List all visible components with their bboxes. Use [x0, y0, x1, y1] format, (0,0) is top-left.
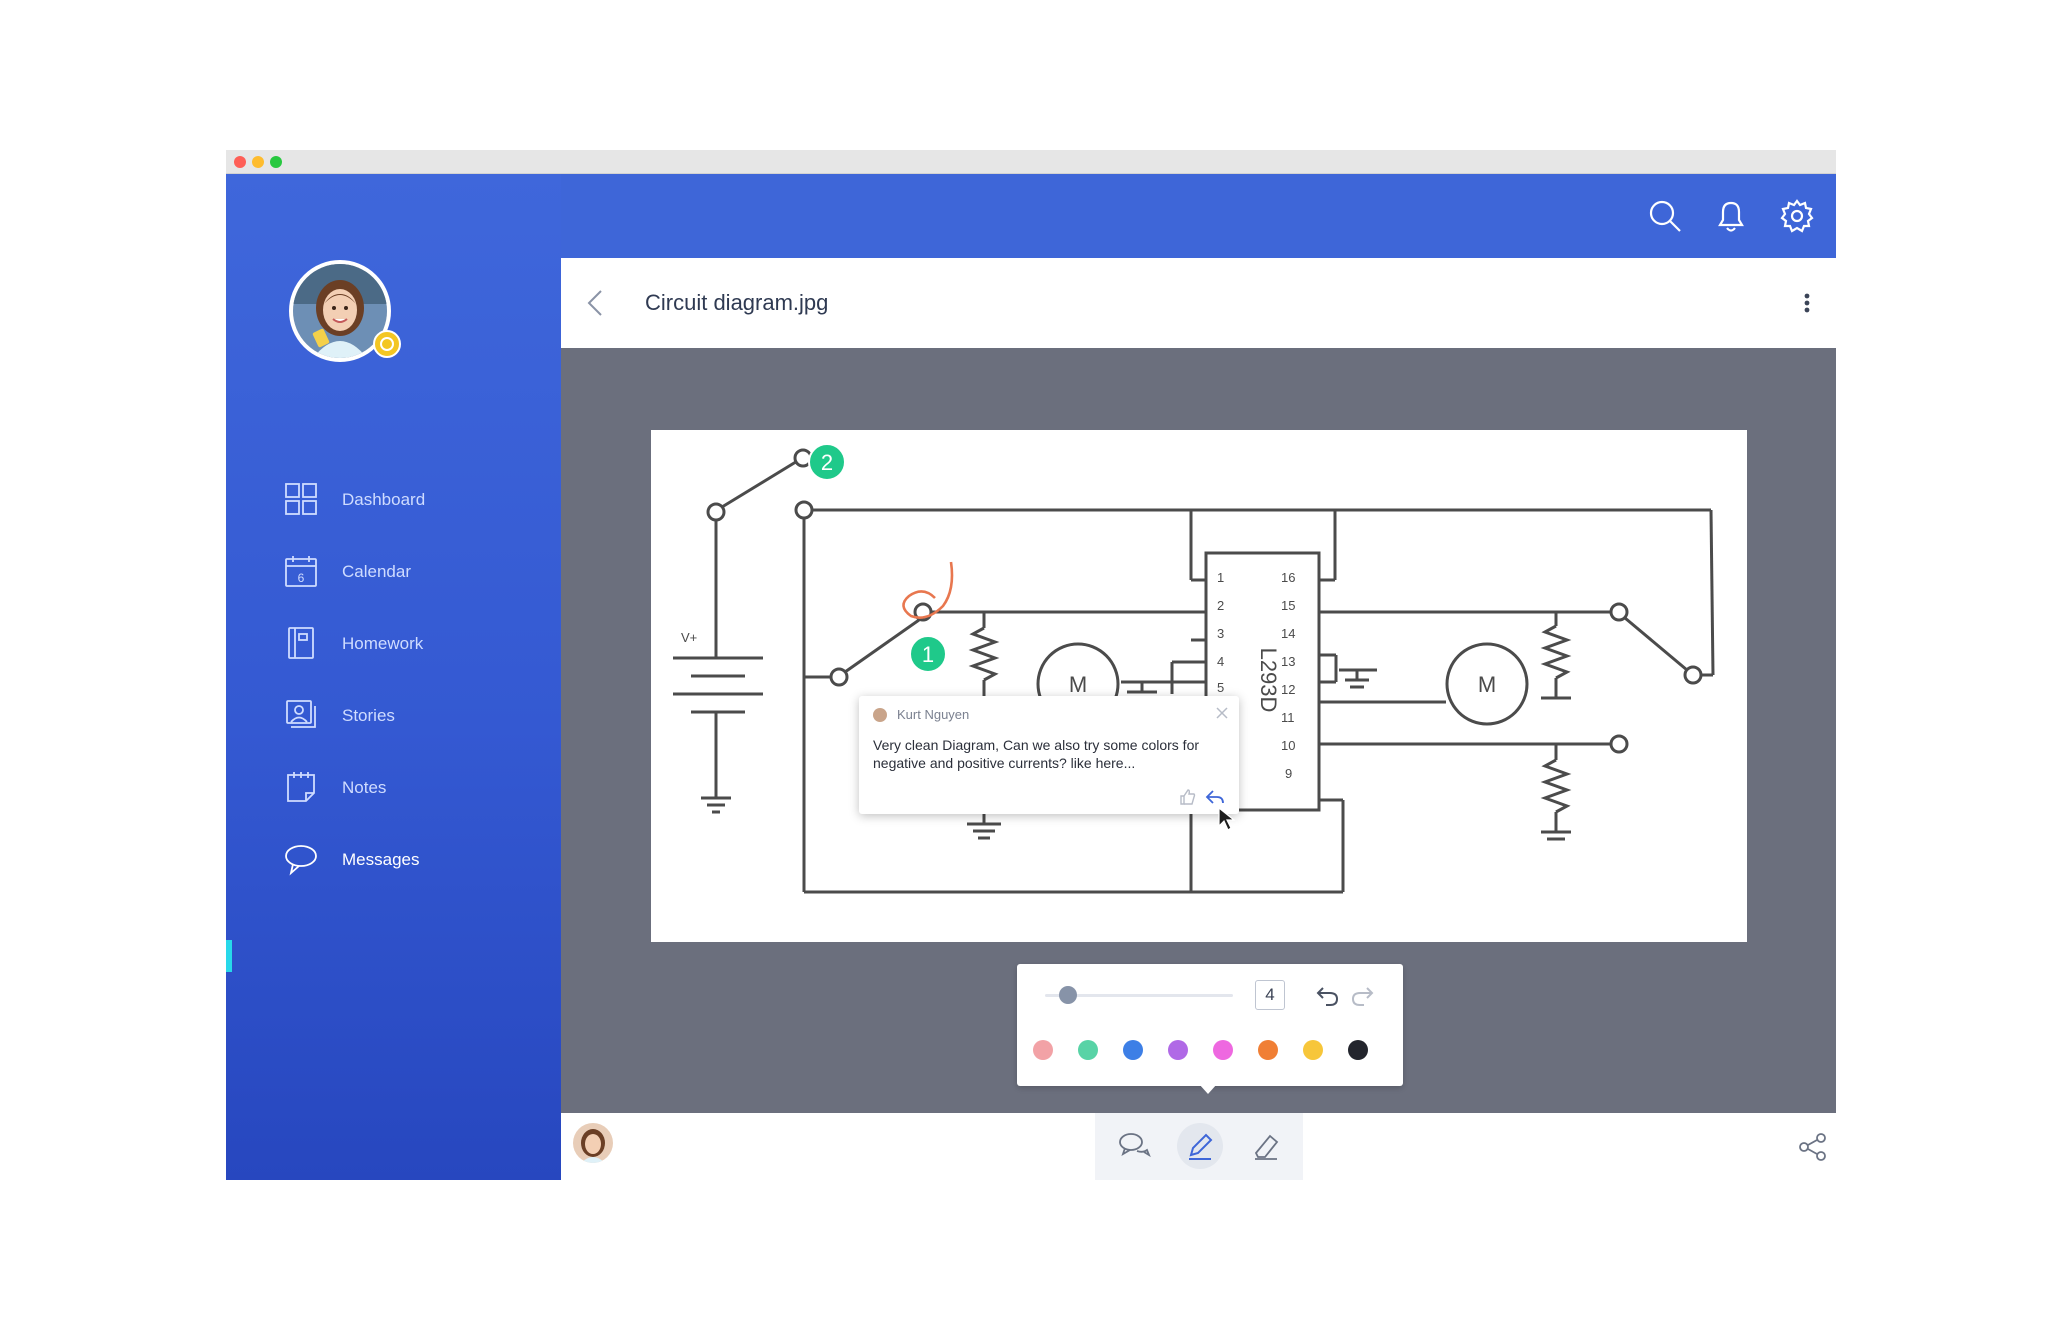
- sidebar-item-calendar[interactable]: 6 Calendar: [284, 550, 524, 594]
- comment-card[interactable]: Kurt Nguyen Very clean Diagram, Can we a…: [859, 696, 1239, 814]
- chip-pin-label: 15: [1281, 598, 1295, 613]
- chip-pin-label: 5: [1217, 680, 1224, 695]
- messages-icon: [284, 842, 318, 876]
- eraser-tool-icon[interactable]: [1243, 1123, 1289, 1169]
- calendar-day: 6: [298, 571, 305, 585]
- reply-icon[interactable]: [1205, 788, 1225, 806]
- chip-pin-label: 16: [1281, 570, 1295, 585]
- page-title: Circuit diagram.jpg: [645, 290, 829, 315]
- like-icon[interactable]: [1179, 788, 1197, 806]
- sidebar-item-label: Stories: [342, 706, 395, 725]
- supply-label: V+: [681, 630, 697, 645]
- sidebar-item-label: Homework: [342, 634, 424, 653]
- top-bar: [561, 174, 1836, 258]
- chip-pin-label: 4: [1217, 654, 1224, 669]
- chip-pin-label: 2: [1217, 598, 1224, 613]
- circuit-diagram: V+ M M L293D 1 2 3 4 5 16 15 14 13 12 11…: [673, 443, 1715, 894]
- redo-icon[interactable]: [1349, 982, 1375, 1008]
- bell-icon[interactable]: [1713, 198, 1749, 234]
- mouse-cursor-icon: [1217, 806, 1239, 832]
- chip-pin-label: 12: [1281, 682, 1295, 697]
- image-canvas[interactable]: V+ M M L293D 1 2 3 4 5 16 15 14 13 12 11…: [651, 430, 1747, 942]
- drawing-options-popover: 4: [1017, 964, 1403, 1094]
- color-swatch[interactable]: [1348, 1040, 1368, 1060]
- sidebar-item-label: Dashboard: [342, 490, 426, 509]
- chip-pin-label: 9: [1285, 766, 1292, 781]
- dashboard-icon: [284, 482, 318, 516]
- maximize-window-button[interactable]: [270, 156, 282, 168]
- chip-pin-label: 14: [1281, 626, 1295, 641]
- sidebar-item-stories[interactable]: Stories: [284, 694, 524, 738]
- close-window-button[interactable]: [234, 156, 246, 168]
- avatar[interactable]: [289, 260, 391, 362]
- chip-pin-label: 3: [1217, 626, 1224, 641]
- chip-pin-label: 11: [1281, 710, 1295, 725]
- chip-pin-label: 13: [1281, 654, 1295, 669]
- sidebar-item-homework[interactable]: Homework: [284, 622, 524, 666]
- avatar[interactable]: [573, 1123, 613, 1163]
- annotation-marker-2[interactable]: 2: [808, 443, 846, 481]
- color-swatch[interactable]: [1213, 1040, 1233, 1060]
- comment-tool-icon[interactable]: [1111, 1123, 1157, 1169]
- popover-arrow: [1199, 1084, 1217, 1094]
- motor-label-right: M: [1478, 672, 1496, 697]
- chip-pin-label: 10: [1281, 738, 1295, 753]
- search-icon[interactable]: [1647, 198, 1683, 234]
- minimize-window-button[interactable]: [252, 156, 264, 168]
- bottom-toolbar: [561, 1113, 1836, 1180]
- color-swatch[interactable]: [1033, 1040, 1053, 1060]
- active-nav-indicator: [226, 940, 232, 972]
- stroke-size-slider[interactable]: [1045, 994, 1233, 997]
- sidebar: Dashboard 6 Calendar Homework: [226, 174, 561, 1180]
- chip-pin-label: 1: [1217, 570, 1224, 585]
- color-swatch[interactable]: [1168, 1040, 1188, 1060]
- freehand-annotation: [902, 561, 954, 619]
- pen-tool-icon[interactable]: [1177, 1123, 1223, 1169]
- viewer-header: Circuit diagram.jpg: [561, 258, 1836, 348]
- document-viewer: Circuit diagram.jpg: [561, 258, 1836, 1180]
- stroke-size-value[interactable]: 4: [1255, 980, 1285, 1010]
- svg-text:1: 1: [922, 642, 934, 667]
- calendar-icon: 6: [284, 554, 318, 588]
- chip-label: L293D: [1256, 648, 1281, 713]
- sidebar-item-messages[interactable]: Messages: [284, 838, 524, 882]
- stroke-size-slider-thumb[interactable]: [1058, 986, 1077, 1004]
- user-avatar-group[interactable]: [289, 260, 401, 362]
- undo-icon[interactable]: [1315, 982, 1341, 1008]
- sidebar-item-label: Notes: [342, 778, 387, 797]
- sidebar-item-dashboard[interactable]: Dashboard: [284, 478, 524, 522]
- color-swatch[interactable]: [1078, 1040, 1098, 1060]
- sidebar-item-notes[interactable]: Notes: [284, 766, 524, 810]
- gear-icon[interactable]: [1779, 198, 1815, 234]
- award-badge-icon: [373, 330, 401, 358]
- back-button[interactable]: [581, 288, 611, 318]
- annotation-tools: [1095, 1113, 1303, 1180]
- annotation-marker-1[interactable]: 1: [909, 635, 947, 673]
- svg-text:2: 2: [821, 450, 833, 475]
- more-options-button[interactable]: [1799, 288, 1815, 318]
- share-icon[interactable]: [1797, 1131, 1829, 1163]
- comment-author: Kurt Nguyen: [897, 707, 970, 722]
- app-window: Dashboard 6 Calendar Homework: [226, 150, 1836, 1180]
- comment-text: Very clean Diagram, Can we also try some…: [873, 737, 1200, 771]
- window-titlebar: [226, 150, 1836, 174]
- notes-icon: [284, 770, 318, 804]
- homework-icon: [284, 626, 318, 660]
- stories-icon: [284, 698, 318, 732]
- color-swatch[interactable]: [1258, 1040, 1278, 1060]
- motor-label-left: M: [1069, 672, 1087, 697]
- sidebar-item-label: Calendar: [342, 562, 411, 581]
- color-swatch[interactable]: [1123, 1040, 1143, 1060]
- sidebar-item-label: Messages: [342, 850, 420, 869]
- comment-author-avatar: [873, 708, 887, 722]
- close-icon[interactable]: [1213, 704, 1231, 722]
- color-swatch[interactable]: [1303, 1040, 1323, 1060]
